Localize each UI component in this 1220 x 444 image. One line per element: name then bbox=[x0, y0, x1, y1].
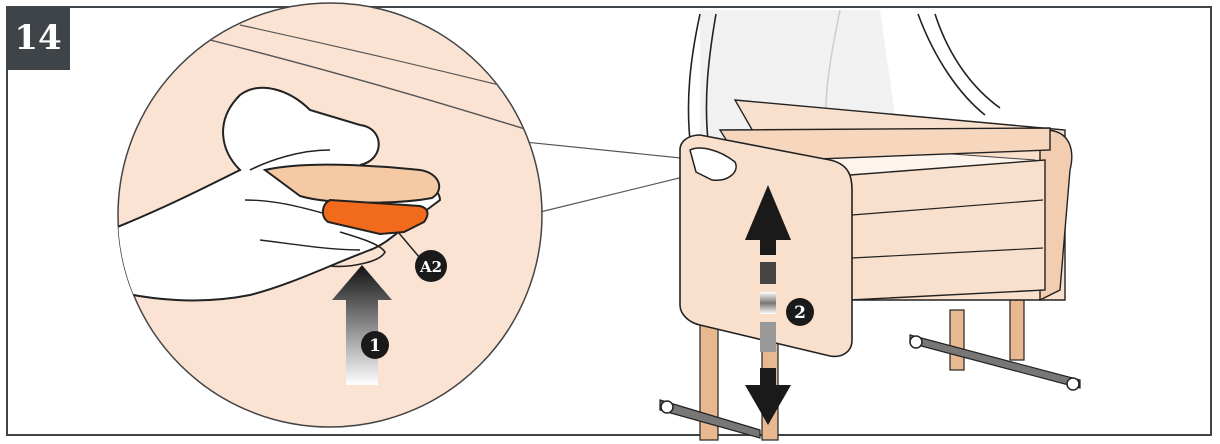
step-number: 14 bbox=[14, 18, 62, 58]
callout-1 bbox=[361, 331, 389, 359]
callout-2-label: 2 bbox=[794, 303, 806, 323]
up-down-arrow-icon bbox=[745, 185, 791, 425]
crib-illustration bbox=[659, 9, 1081, 441]
callout-1-label: 1 bbox=[369, 336, 381, 356]
magnified-detail: A2 1 bbox=[117, 2, 543, 428]
callout-a2-label: A2 bbox=[419, 258, 442, 276]
step-number-badge: 14 bbox=[6, 6, 70, 70]
callout-a2 bbox=[415, 250, 447, 282]
callout-2 bbox=[786, 298, 814, 326]
release-button-icon bbox=[322, 198, 429, 236]
instruction-frame bbox=[6, 6, 1212, 436]
